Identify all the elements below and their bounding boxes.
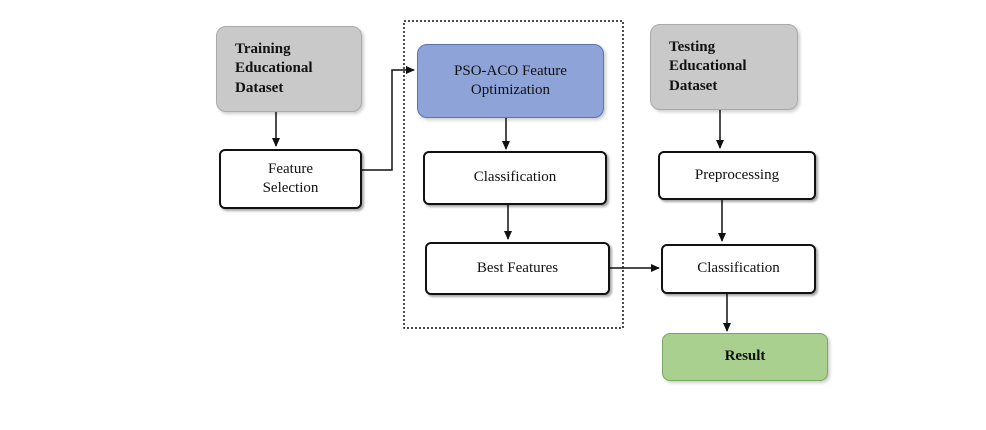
feature-selection-node: Feature Selection [219,149,362,209]
classification-left-label: Classification [473,169,557,186]
testing-dataset-node: Testing Educational Dataset [650,24,798,110]
optimization-group-border [403,20,624,329]
result-node: Result [662,333,828,381]
arrow-selection-to-pso [362,66,415,171]
preprocessing-label: Preprocessing [694,166,780,183]
pso-aco-optimization-node: PSO-ACO Feature Optimization [417,44,604,118]
feature-selection-label: Feature Selection [262,160,319,197]
classification-right-label: Classification [697,260,780,277]
best-features-label: Best Features [476,259,559,276]
classification-right-node: Classification [661,244,816,294]
training-dataset-node: Training Educational Dataset [216,26,362,112]
pso-aco-optimization-label: PSO-ACO Feature Optimization [454,62,567,99]
training-dataset-label: Training Educational Dataset [235,40,313,96]
best-features-node: Best Features [425,242,610,295]
classification-left-node: Classification [423,151,607,205]
result-label: Result [724,348,766,365]
testing-dataset-label: Testing Educational Dataset [669,38,747,94]
preprocessing-node: Preprocessing [658,151,816,200]
